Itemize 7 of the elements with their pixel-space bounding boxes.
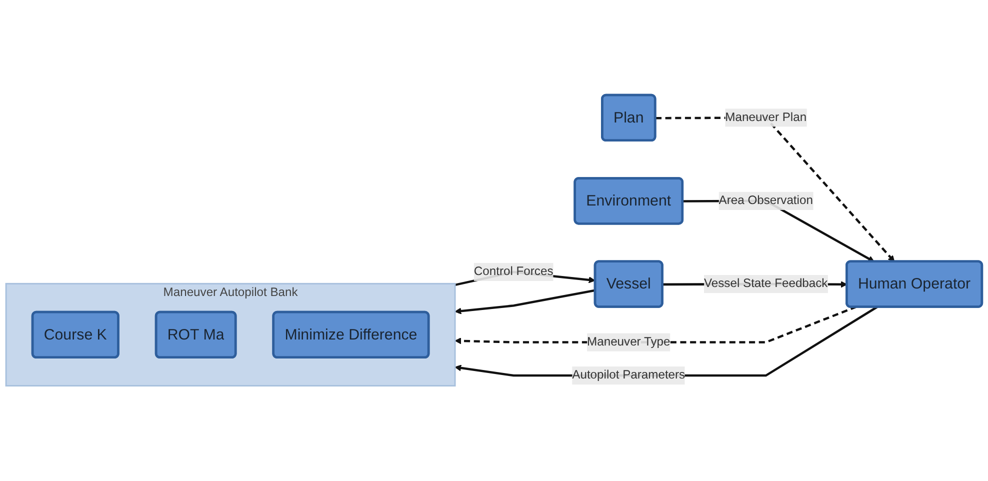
edge-label: Autopilot Parameters — [572, 368, 686, 382]
edge-label: Maneuver Type — [587, 336, 670, 348]
edge-label: Maneuver Plan — [725, 111, 807, 124]
edge-label: Vessel State Feedback — [704, 277, 828, 290]
arrow — [454, 289, 596, 314]
edge-label: Area Observation — [718, 194, 813, 208]
edge-label: Control Forces — [474, 265, 554, 278]
